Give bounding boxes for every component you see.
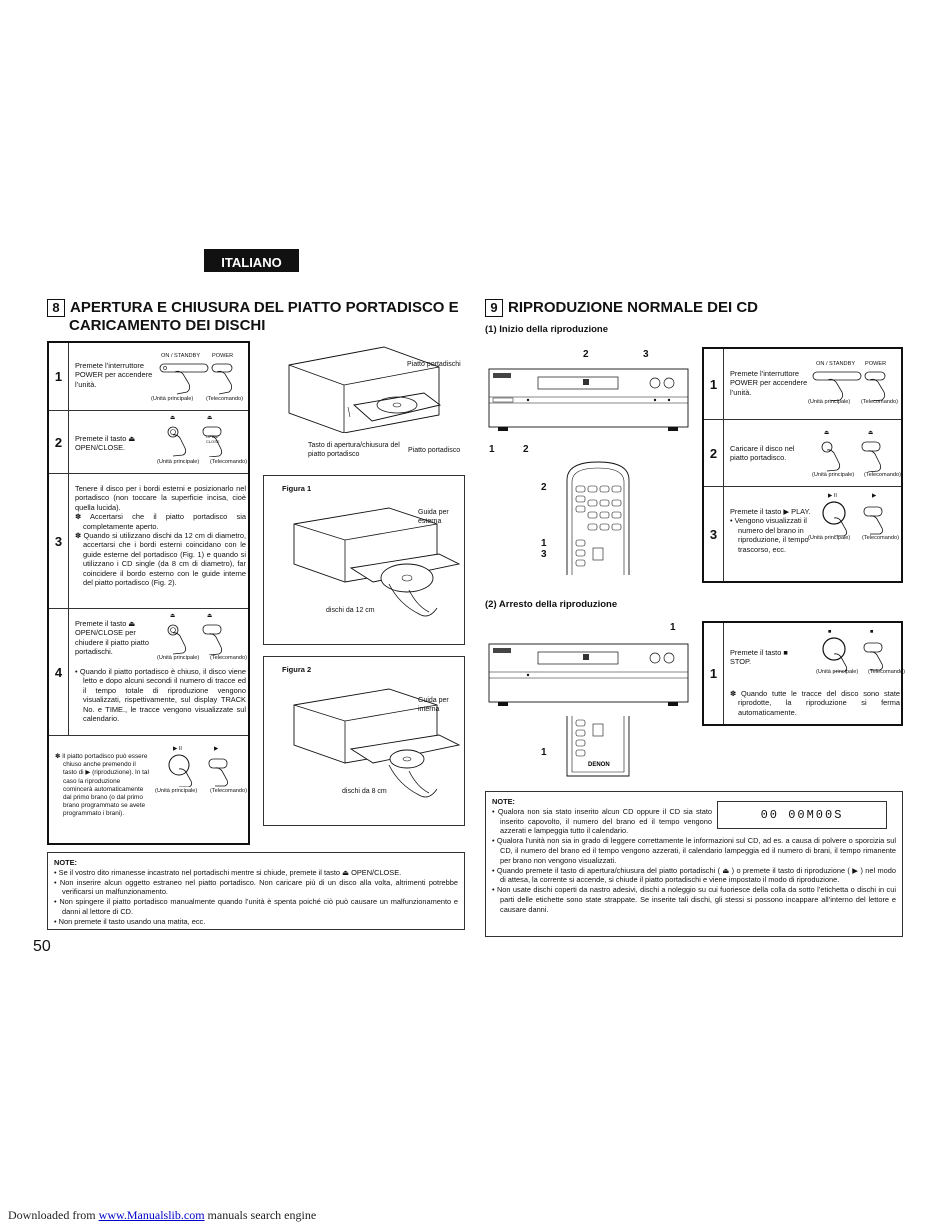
power-buttons-illustration: ON / STANDBY POWER (Unità principale) (T… [808, 359, 905, 417]
hand-press-icon [168, 754, 229, 787]
hand-press-icon [821, 441, 882, 472]
hand-press-icon [167, 426, 223, 457]
play-step-table: 1 Premete l’interruttore POWER per accen… [702, 347, 903, 583]
section-8-note: NOTE: • Se il vostro dito rimanesse inca… [47, 852, 465, 930]
hand-press-icon [822, 501, 884, 536]
section-9-number: 9 [485, 299, 503, 317]
subsection-play-stop: (2) Arresto della riproduzione [485, 599, 618, 610]
disc-8cm-illustration [293, 688, 461, 798]
figure-2: Figura 2 Guida per interna dischi da 8 c… [263, 656, 465, 826]
stop-buttons-illustration: ■ ■ (Unità principale) (Telecomando) [816, 629, 905, 675]
step-row: 3 Premete il tasto ▶ PLAY. • Vengono vis… [704, 487, 901, 581]
eject-buttons-illustration: ⏏ ⏏ (Unità principale) (Telecomando) [157, 613, 251, 665]
step-row: 3 Tenere il disco per i bordi esterni e … [49, 474, 248, 609]
step-row: 2 Caricare il disco nel piatto portadisc… [704, 420, 901, 487]
cd-display-readout: 00 00M00S [717, 801, 887, 829]
cd-player-front-illustration [488, 368, 689, 431]
footer: Downloaded from www.Manualslib.com manua… [8, 1208, 317, 1222]
power-buttons-illustration: ON / STANDBY POWER (Unità principale) (T… [151, 349, 252, 409]
player-remote-stop-figure: 1 DENON 1 [485, 622, 693, 782]
step-row: 4 Premete il tasto ⏏ OPEN/CLOSE per chiu… [49, 609, 248, 736]
cd-player-front-illustration [488, 643, 689, 706]
section-8-step-table: 1 Premete l’interruttore POWER per accen… [47, 341, 250, 845]
step-row: 2 Premete il tasto ⏏ OPEN/CLOSE. ⏏ ⏏ OPE… [49, 411, 248, 474]
play-buttons-illustration: ▶ II ▶ (Unità principale) (Telecomando) [808, 493, 904, 545]
play-buttons-illustration: ▶ II ▶ (Unità principale) (Telecomando) [155, 746, 247, 794]
eject-buttons-illustration: ⏏ ⏏ (Unità principale) (Telecomando) [812, 430, 904, 486]
section-9-note: NOTE: • Qualora non sia stato inserito a… [485, 791, 903, 937]
eject-buttons-illustration: ⏏ ⏏ OPEN/ CLOSE (Unità principale) (Tele… [157, 415, 251, 471]
remote-control-illustration [566, 461, 630, 575]
cd-player-tray-illustration [288, 346, 442, 433]
hand-press-icon [822, 637, 884, 672]
hand-press-icon [167, 624, 223, 655]
subsection-play-start: (1) Inizio della riproduzione [485, 324, 608, 335]
step-row: 1 Premete l’interruttore POWER per accen… [49, 343, 248, 411]
page-number: 50 [33, 938, 51, 955]
language-tab: ITALIANO [204, 249, 299, 272]
step-row: 1 Premete il tasto ■ STOP. ■ ■ (Unità pr… [704, 623, 905, 724]
remote-control-illustration: DENON [566, 716, 630, 777]
section-8-number: 8 [47, 299, 65, 317]
step-row: 1 Premete l’interruttore POWER per accen… [704, 349, 901, 420]
svg-text:DENON: DENON [588, 762, 610, 768]
hand-press-icon [812, 371, 886, 401]
extra-note-row: ✽ Il piatto portadisco può essere chiuso… [49, 736, 248, 843]
stop-step-table: 1 Premete il tasto ■ STOP. ■ ■ (Unità pr… [702, 621, 905, 726]
tray-open-figure: Piatto portadischi Tasto di apertura/chi… [262, 343, 467, 463]
hand-press-icon [159, 363, 233, 395]
figure-1: Figura 1 Guida per esterna dischi da 12 … [263, 475, 465, 645]
manualslib-link[interactable]: www.Manualslib.com [98, 1208, 205, 1222]
player-remote-play-figure: 2 3 1 2 2 1 3 [485, 347, 693, 577]
disc-12cm-illustration [293, 507, 461, 617]
